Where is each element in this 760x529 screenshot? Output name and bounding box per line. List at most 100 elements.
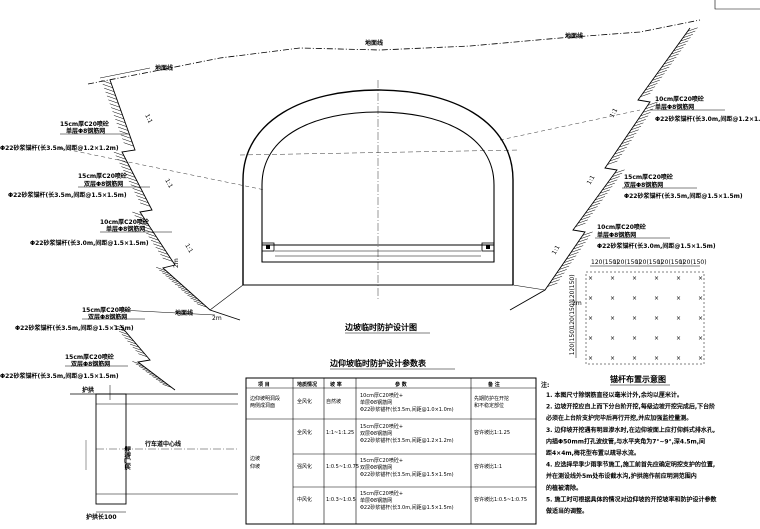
table-cell-slope: 1:0.3~1:0.5	[326, 497, 356, 503]
hatch-tick	[573, 245, 584, 250]
title-block-corner	[714, 0, 760, 10]
table-cell-param: Φ22砂浆锚杆(长3.5m,间距@1.5×1.5m)	[360, 471, 454, 478]
hatch-tick	[153, 243, 164, 248]
lower-support-callout: 15cm厚C20喷砼 双层Φ8钢筋网 Φ22砂浆锚杆(长3.5m,间距@1.5×…	[15, 306, 145, 332]
anchor-point: ×	[654, 275, 659, 282]
slope-ratio-label: 1:1	[183, 243, 194, 255]
bench-width-label: 2m	[212, 315, 222, 322]
hatch-tick	[111, 107, 122, 112]
hatch-tick	[193, 300, 204, 305]
hatch-tick	[142, 368, 152, 373]
notes-block: 注: 1. 本图尺寸除钢筋直径以毫米计外,余均以厘米计。2. 边坡开挖应自上而下…	[541, 381, 718, 515]
svg-text:15cm厚C20喷砼: 15cm厚C20喷砼	[65, 353, 114, 361]
hatch-tick	[117, 159, 128, 164]
hatch-tick	[125, 173, 136, 178]
hatch-tick	[134, 215, 145, 220]
hatch-tick	[168, 278, 179, 283]
anchor-top-dim: 120(150)	[635, 259, 663, 266]
hatch-tick	[127, 340, 137, 345]
hatch-tick	[155, 378, 165, 383]
hatch-tick	[116, 122, 127, 127]
slope-ratio-label: 1:1	[551, 244, 562, 256]
table-cell-item: 仰坡	[250, 463, 260, 470]
hatch-tick	[659, 66, 670, 71]
hatch-tick	[106, 95, 118, 100]
hatch-tick	[575, 241, 586, 246]
hatch-tick	[630, 126, 642, 131]
table-cell-param: 10cm厚C20喷砼+	[360, 392, 403, 399]
hatch-tick	[635, 119, 646, 124]
hatch-tick	[132, 361, 142, 365]
anchor-top-dim: 120(150)	[591, 259, 619, 266]
hatch-tick	[628, 129, 639, 134]
anchor-layout-diagram: ××××××××××××××××××××××××××××××120(150)12…	[569, 259, 707, 386]
table-cell-param: 15cm厚C20喷砼+	[360, 490, 403, 497]
hatch-tick	[616, 146, 627, 151]
hatch-tick	[559, 265, 570, 270]
svg-text:双层Φ8钢筋网: 双层Φ8钢筋网	[624, 181, 663, 189]
note-line: 1. 本图尺寸除钢筋直径以毫米计外,余均以厘米计。	[546, 391, 683, 399]
note-line: 3. 边仰坡开挖遇有明显渗水时,在边仰坡面上应打仰斜式排水孔,	[546, 426, 715, 434]
note-line: 并在测设线外5m处布设截水沟,护拱施作前应明洞范围内	[546, 472, 697, 480]
svg-text:Φ22砂浆锚杆(长3.5m,间距@1.5×1.5m): Φ22砂浆锚杆(长3.5m,间距@1.5×1.5m)	[15, 324, 134, 332]
hatch-tick	[649, 79, 660, 84]
anchor-point: ×	[654, 315, 659, 322]
hatch-tick	[116, 327, 126, 332]
hatch-tick	[685, 30, 696, 35]
table-cell-note: 先期防护在开挖	[474, 395, 509, 402]
svg-text:Φ22砂浆锚杆(长3.5m,间距@1.5×1.5m): Φ22砂浆锚杆(长3.5m,间距@1.5×1.5m)	[624, 192, 743, 200]
hatch-tick	[602, 186, 613, 191]
left-support-callout: 15cm厚C20喷砼 单层Φ8钢筋网 Φ22砂浆锚杆(长3.5m,间距@1.2×…	[0, 120, 128, 152]
notes-lines: 1. 本图尺寸除钢筋直径以毫米计外,余均以厘米计。2. 边坡开挖应自上而下分台阶…	[545, 391, 718, 515]
anchor-point: ×	[676, 335, 681, 342]
hatch-tick	[580, 235, 591, 240]
base-line	[512, 284, 546, 291]
table-frame	[245, 377, 537, 525]
hatch-tick	[135, 363, 145, 368]
hatch-tick	[568, 252, 579, 257]
anchor-point: ×	[588, 275, 593, 282]
hatch-tick	[139, 222, 150, 227]
svg-text:Φ22砂浆锚杆(长3.5m,间距@1.5×1.5m): Φ22砂浆锚杆(长3.5m,间距@1.5×1.5m)	[8, 191, 127, 199]
hatch-tick	[633, 122, 644, 127]
table-cell-slope: 1:0.5~1:0.75	[326, 464, 359, 470]
bench-width-label: 2m	[572, 300, 582, 307]
right-support-callout: 10cm厚C20喷砼 单层Φ8钢筋网 Φ22砂浆锚杆(长3.0m,间距@1.2×…	[650, 95, 760, 123]
hatch-tick	[587, 206, 598, 211]
svg-text:双层Φ8钢筋网: 双层Φ8钢筋网	[84, 180, 123, 188]
table-cell-slope: 1:1~1:1.25	[326, 430, 354, 436]
hatch-tick	[577, 219, 588, 224]
hatch-tick	[566, 255, 577, 260]
drain-left	[266, 245, 270, 249]
hatch-tick	[139, 366, 149, 370]
guard-arch-dim-label: 护拱长100	[86, 513, 117, 521]
table-cell-param: 双层Φ8钢筋网	[360, 430, 392, 437]
anchor-top-dim: 120(150)	[679, 259, 707, 266]
hatch-tick	[140, 202, 151, 207]
table-cell-param: Φ22砂浆锚杆(长3.5m,间距@1.2×1.2m)	[360, 437, 454, 444]
hatch-tick	[642, 108, 653, 113]
hatch-tick	[132, 188, 143, 193]
hatch-tick	[162, 384, 172, 388]
table-body: 边仰坡明洞段两侧成洞面全风化自然坡10cm厚C20喷砼+单层Φ8钢筋网Φ22砂浆…	[250, 392, 527, 511]
hatch-tick	[590, 202, 601, 207]
hatch-tick	[682, 34, 693, 39]
lower-support-callout: 15cm厚C20喷砼 双层Φ8钢筋网 Φ22砂浆锚杆(长3.5m,间距@1.5×…	[0, 353, 128, 380]
hatch-tick	[124, 337, 134, 342]
parameter-table: 边仰坡临时防护设计参数表 项 目 地质情况 坡 率 参 数 备 注 边仰坡明洞段…	[245, 358, 537, 525]
hatch-tick	[642, 89, 653, 94]
hatch-tick	[162, 257, 173, 262]
table-cell-geo: 全风化	[297, 429, 312, 436]
hatch-tick	[120, 134, 131, 139]
hatch-tick	[121, 334, 131, 338]
table-cell-item: 两侧成洞面	[250, 402, 275, 409]
profile-caption: 边坡临时防护设计图	[344, 322, 417, 332]
table-header: 坡 率	[330, 381, 342, 388]
slope-ratio-label: 1:1	[143, 113, 154, 125]
svg-text:单层Φ8钢筋网: 单层Φ8钢筋网	[597, 231, 636, 239]
hatch-tick	[113, 115, 124, 120]
hatch-tick	[104, 87, 115, 92]
hatch-tick	[174, 283, 186, 288]
note-line: 的植被清除。	[546, 484, 582, 492]
